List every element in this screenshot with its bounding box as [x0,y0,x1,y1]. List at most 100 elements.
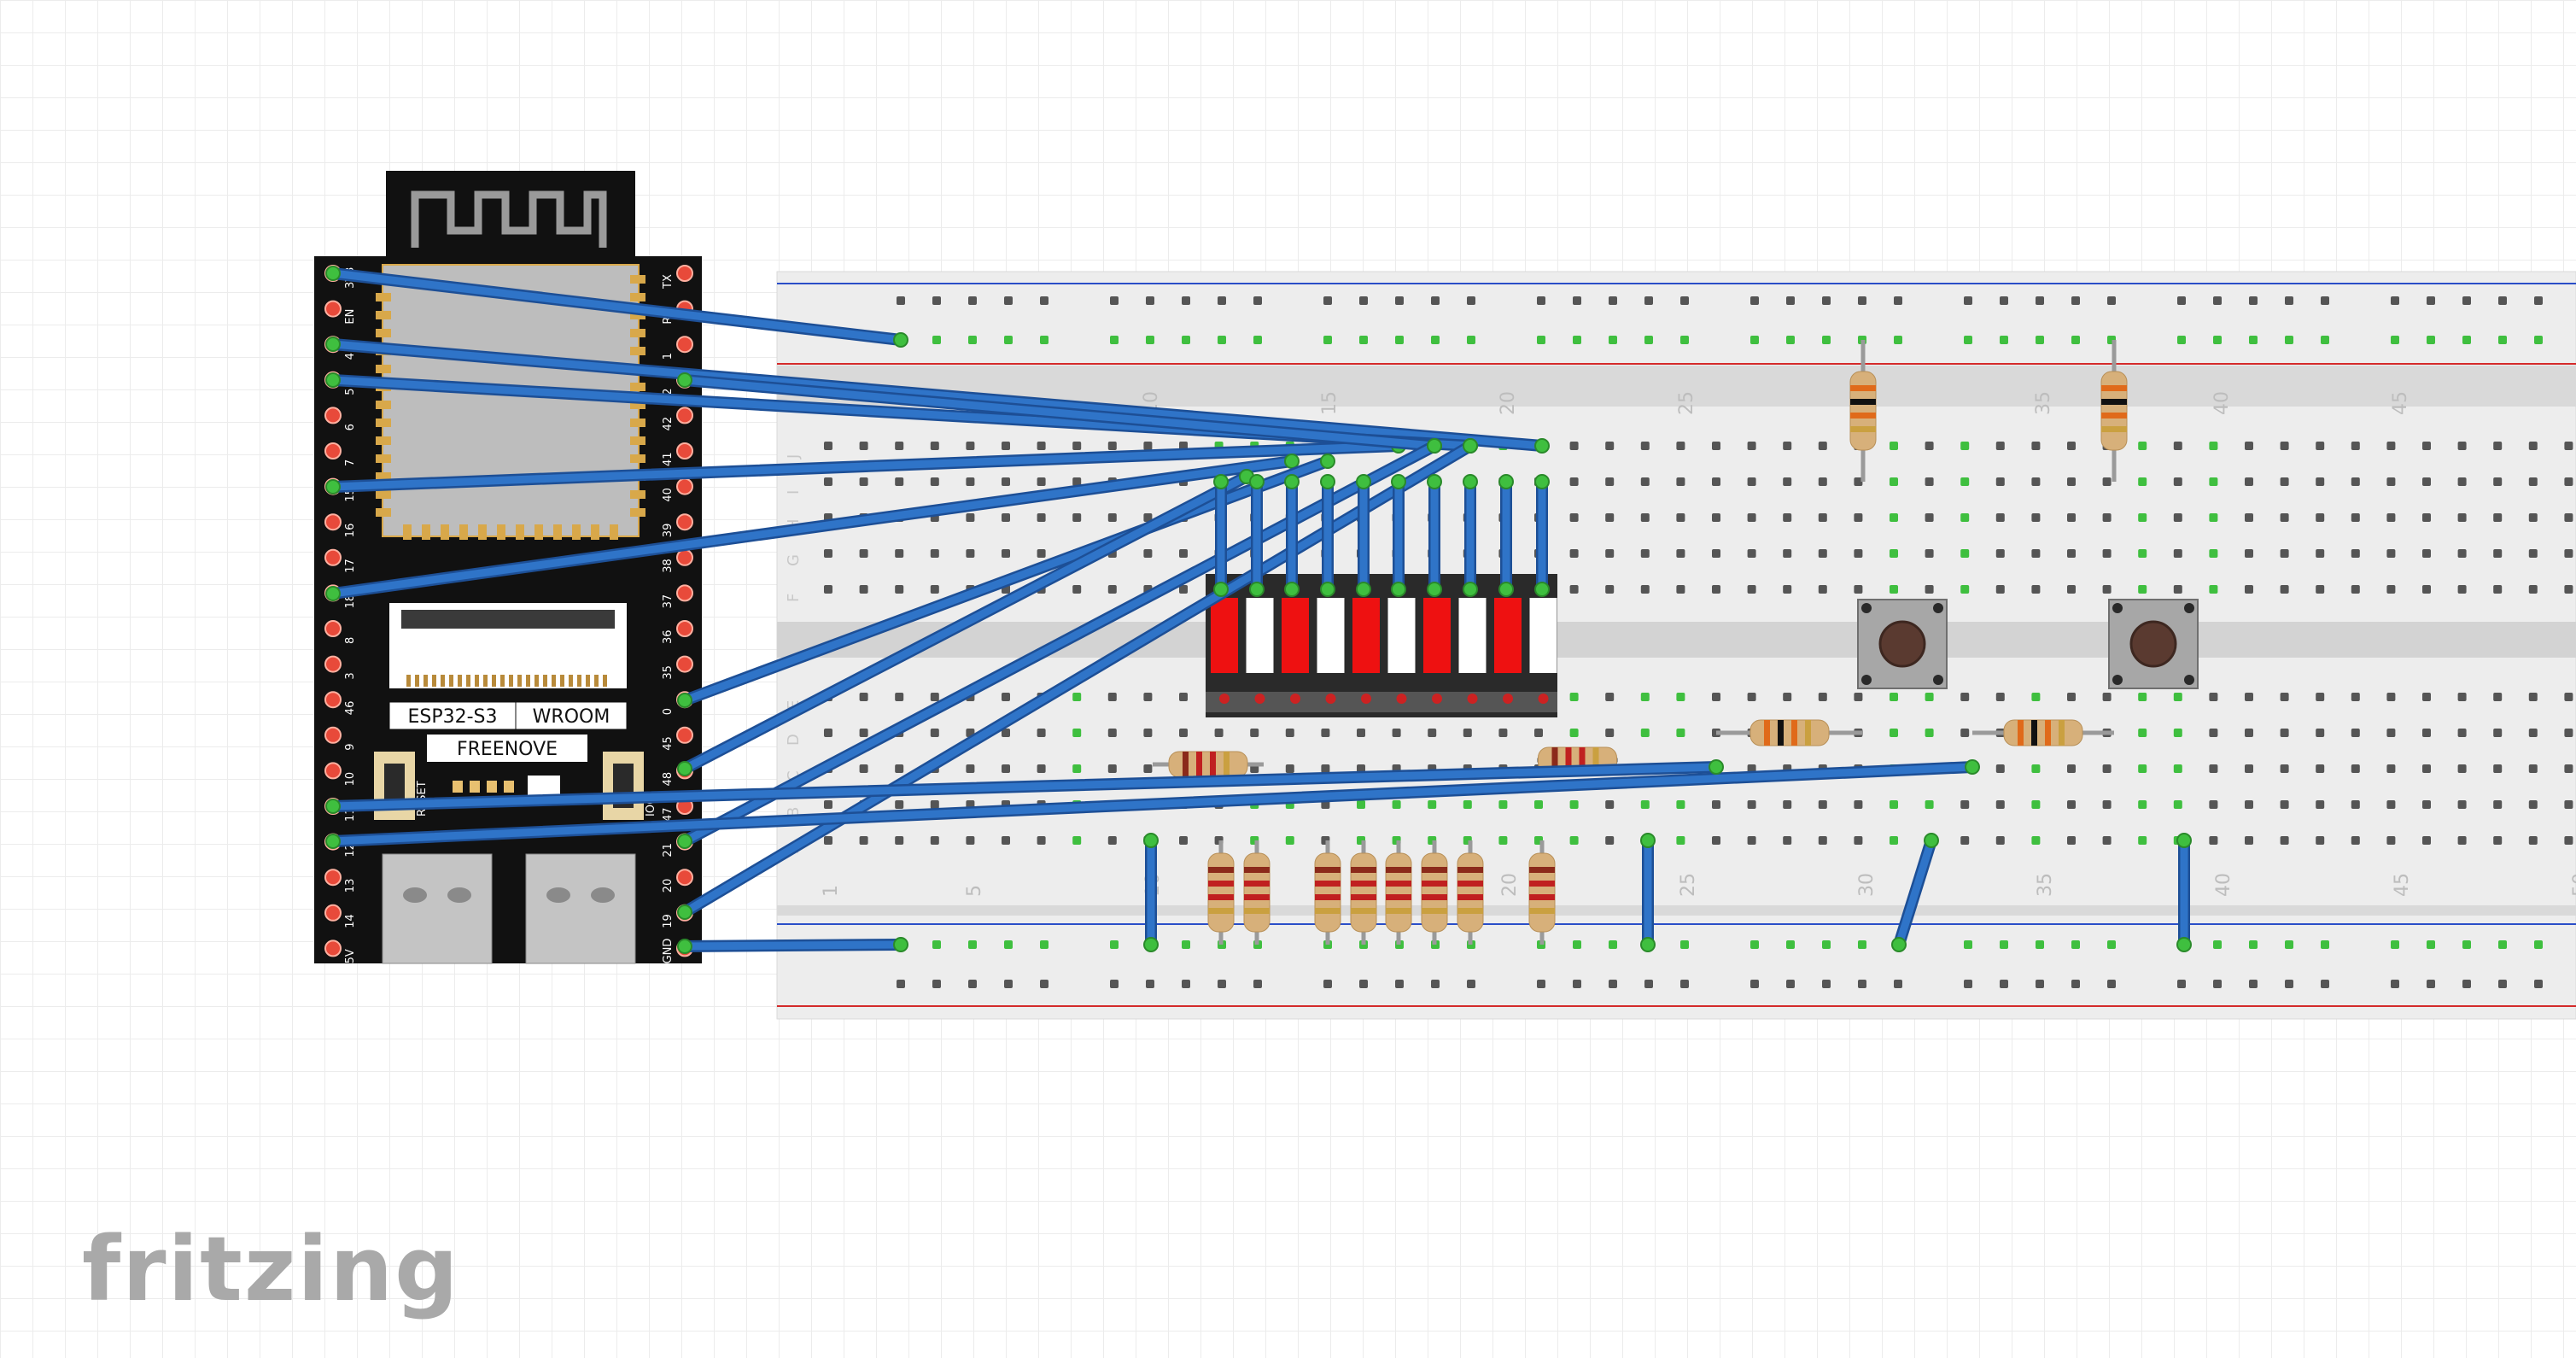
wire [329,763,1977,846]
board-pin [324,442,342,459]
pin-label: 8 [344,637,357,644]
resistor-body [2100,371,2128,451]
breadboard-hole [2245,585,2253,594]
wire [329,442,1403,491]
breadboard-hole [2209,693,2218,701]
led-pin [1432,694,1442,704]
module-pad [630,275,645,284]
rail-hole [897,296,905,305]
breadboard-hole [1143,442,1153,450]
breadboard-hole [1072,693,1082,701]
module-pad [630,401,645,409]
column-number: 40 [2213,873,2234,897]
resistor-band [1850,385,1876,391]
board-pin [676,869,693,887]
breadboard-hole [2173,513,2182,522]
breadboard-hole [1428,729,1437,737]
wire-end [325,586,341,601]
breadboard-hole [1890,477,1898,486]
breadboard-hole [1995,549,2005,558]
breadboard-hole [2528,585,2538,594]
breadboard-hole [2245,729,2253,737]
rail-hole [1110,296,1119,305]
breadboard-hole [1747,477,1756,486]
breadboard-hole [966,442,975,450]
rail-hole [1323,296,1332,305]
rail-hole [1253,980,1262,988]
rail-hole [1750,980,1759,988]
rail-hole [2462,296,2471,305]
rail-hole [2249,336,2258,344]
breadboard-hole [859,585,868,594]
rail-hole [1395,296,1404,305]
breadboard-hole [966,477,975,486]
breadboard-hole [1569,442,1579,450]
resistor-body [2003,719,2083,746]
resistor-band [1457,894,1483,900]
resistor-band [2101,399,2127,405]
module-pad [376,419,391,427]
breadboard-hole [2102,477,2112,486]
breadboard-hole [2422,729,2431,737]
breadboard-hole [1179,693,1188,701]
breadboard-hole [2102,693,2112,701]
wifi-antenna-icon [411,190,607,248]
led-segment [1211,598,1238,673]
wire [681,376,1439,450]
resistor-band [1351,894,1376,900]
pin-label: 5V [344,949,357,963]
wire-end [1143,833,1159,848]
breadboard-hole [1569,693,1579,701]
breadboard-hole [1676,585,1685,594]
wire [329,340,1546,450]
column-number: 20 [1498,391,1519,415]
breadboard-hole [1605,729,1615,737]
board-pin [324,620,342,637]
resistor-band [1210,752,1216,777]
module-pad [459,524,468,540]
breadboard-hole [2031,549,2041,558]
breadboard-hole [2031,477,2041,486]
pin-label: 14 [344,914,357,928]
rail-hole [1253,336,1262,344]
breadboard-hole [2316,442,2325,450]
resistor-band [1315,894,1341,900]
module-pad [422,524,430,540]
resistor-band [1315,881,1341,887]
breadboard-hole [1818,585,1827,594]
wire-end [1391,582,1406,597]
module-pad [376,508,391,517]
breadboard-hole [2564,693,2573,701]
rail-hole [2321,336,2329,344]
breadboard-hole [1285,729,1294,737]
breadboard-hole [1783,549,1792,558]
rail-hole [1573,980,1581,988]
breadboard-hole [1569,836,1579,845]
board-pin [324,726,342,744]
breadboard-hole [2316,836,2325,845]
rail-hole [1750,296,1759,305]
breadboard-hole [2564,729,2573,737]
breadboard-hole [2245,693,2253,701]
breadboard-hole [1569,513,1579,522]
rail-hole [968,980,977,988]
usb-port-hole [447,887,471,903]
board-name-left: ESP32-S3 [407,706,497,728]
wifi-antenna-area [386,171,635,265]
breadboard-hole [859,836,868,845]
pin-label: 36 [662,629,675,644]
connector-pin [423,675,428,687]
wire-end [1534,474,1550,489]
breadboard-hole [2173,764,2182,773]
wire-end [1427,582,1442,597]
breadboard-hole [895,693,904,701]
wire-end [1534,582,1550,597]
breadboard-hole [2316,477,2325,486]
breadboard-hole [2138,442,2147,450]
rail-hole [2427,980,2435,988]
resistor-band [1315,908,1341,914]
rail-hole [2534,296,2543,305]
breadboard-hole [2493,513,2503,522]
resistor-band [2018,720,2024,746]
connector-pin [534,675,539,687]
